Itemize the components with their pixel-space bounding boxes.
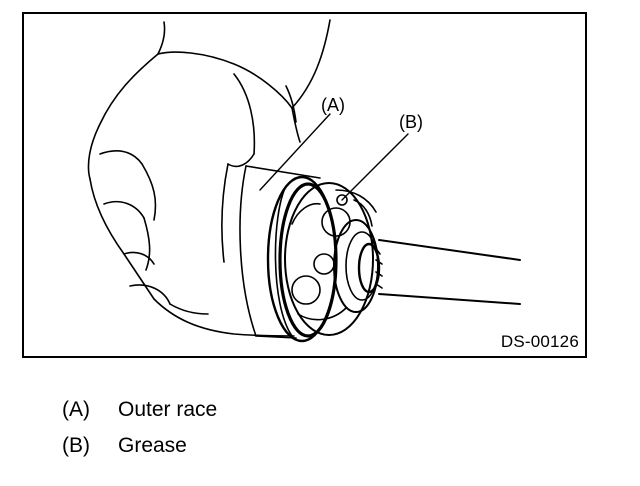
- ball-upper: [321, 207, 351, 237]
- joint-face: [284, 182, 377, 336]
- hub: [333, 219, 381, 313]
- legend-key-a: (A): [62, 398, 90, 421]
- grease-blob: [336, 194, 348, 206]
- cv-joint-illustration: [87, 19, 521, 343]
- legend-label-b: Grease: [118, 434, 187, 457]
- callout-b: (B): [399, 112, 423, 132]
- illustration-frame: (A) (B) DS-00126: [22, 12, 587, 358]
- outer-race: [239, 165, 338, 343]
- leader-b: [341, 133, 409, 201]
- legend: (A) Outer race (B) Grease: [62, 392, 217, 464]
- callout-a: (A): [321, 95, 345, 115]
- leader-lines: [259, 113, 409, 201]
- ball-lower: [291, 275, 321, 305]
- figure-id: DS-00126: [500, 332, 579, 351]
- legend-label-a: Outer race: [118, 398, 218, 421]
- legend-key-b: (B): [62, 434, 90, 457]
- legend-row-b: (B) Grease: [62, 428, 217, 464]
- shaft: [373, 239, 521, 305]
- leader-a: [259, 113, 331, 191]
- hand-outline: [87, 53, 295, 337]
- sleeve-outline: [157, 19, 331, 143]
- ball-center: [313, 253, 335, 275]
- legend-row-a: (A) Outer race: [62, 392, 217, 428]
